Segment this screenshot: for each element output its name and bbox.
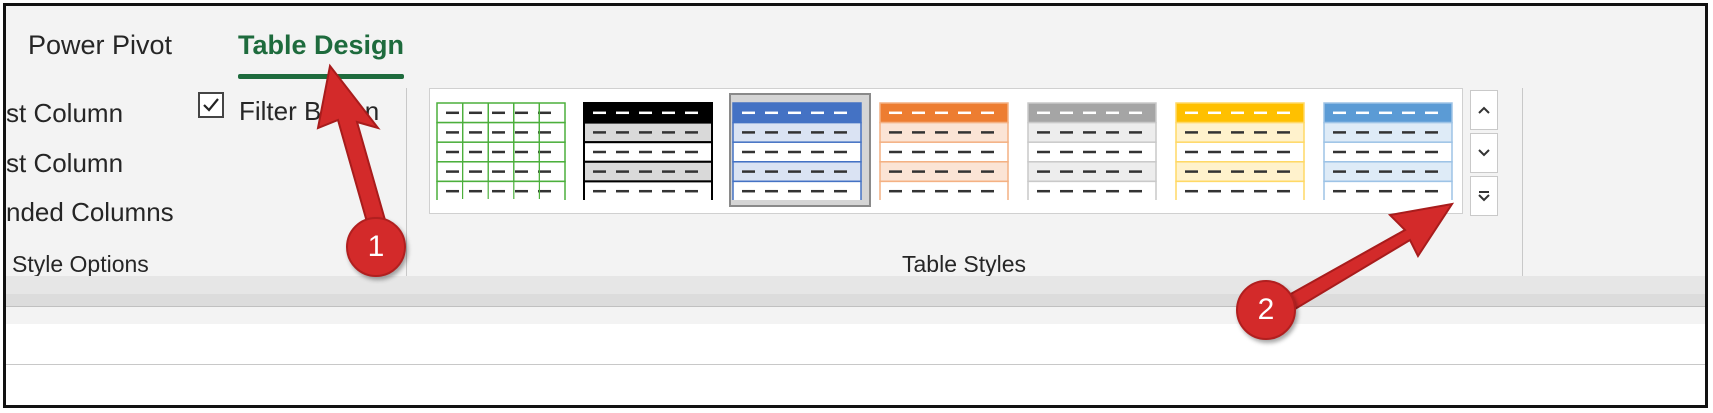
group-separator bbox=[406, 88, 407, 276]
chevron-up-icon bbox=[1478, 106, 1490, 114]
table-style-black[interactable] bbox=[583, 102, 713, 200]
filter-button-checkbox[interactable] bbox=[198, 92, 224, 118]
active-tab-indicator bbox=[238, 74, 404, 79]
style-options-group-label: Style Options bbox=[12, 251, 149, 277]
ribbon: Power Pivot Table Design st Column st Co… bbox=[6, 6, 1705, 324]
gallery-more-button[interactable] bbox=[1470, 176, 1498, 216]
table-styles-group-label: Table Styles bbox=[902, 251, 1027, 277]
screenshot-frame: Power Pivot Table Design st Column st Co… bbox=[3, 3, 1708, 408]
table-style-blue[interactable] bbox=[732, 102, 862, 200]
banded-columns-option[interactable]: nded Columns bbox=[6, 197, 174, 227]
table-style-gray[interactable] bbox=[1027, 102, 1157, 200]
ribbon-tabs: Power Pivot Table Design bbox=[6, 6, 1705, 91]
table-style-orange[interactable] bbox=[879, 102, 1009, 200]
table-style-green-grid[interactable] bbox=[436, 102, 566, 200]
ribbon-bottom-bar bbox=[6, 276, 1705, 294]
table-style-light-blue[interactable] bbox=[1323, 102, 1453, 200]
tab-table-design[interactable]: Table Design bbox=[238, 30, 405, 60]
chevron-down-icon bbox=[1478, 149, 1490, 157]
tab-power-pivot[interactable]: Power Pivot bbox=[28, 30, 173, 60]
formula-bar-edge bbox=[6, 294, 1705, 307]
gallery-scroll-down-button[interactable] bbox=[1470, 133, 1498, 173]
last-column-option[interactable]: st Column bbox=[6, 148, 124, 178]
callout-1: 1 bbox=[346, 217, 406, 277]
divider bbox=[6, 364, 1705, 365]
table-style-gold[interactable] bbox=[1175, 102, 1305, 200]
callout-2: 2 bbox=[1236, 280, 1296, 340]
expand-gallery-icon bbox=[1478, 191, 1490, 202]
group-separator bbox=[1522, 88, 1523, 276]
gallery-scroll-up-button[interactable] bbox=[1470, 90, 1498, 130]
first-column-option[interactable]: st Column bbox=[6, 98, 124, 128]
filter-button-label[interactable]: Filter Button bbox=[239, 96, 380, 126]
checkmark-icon bbox=[203, 98, 219, 112]
